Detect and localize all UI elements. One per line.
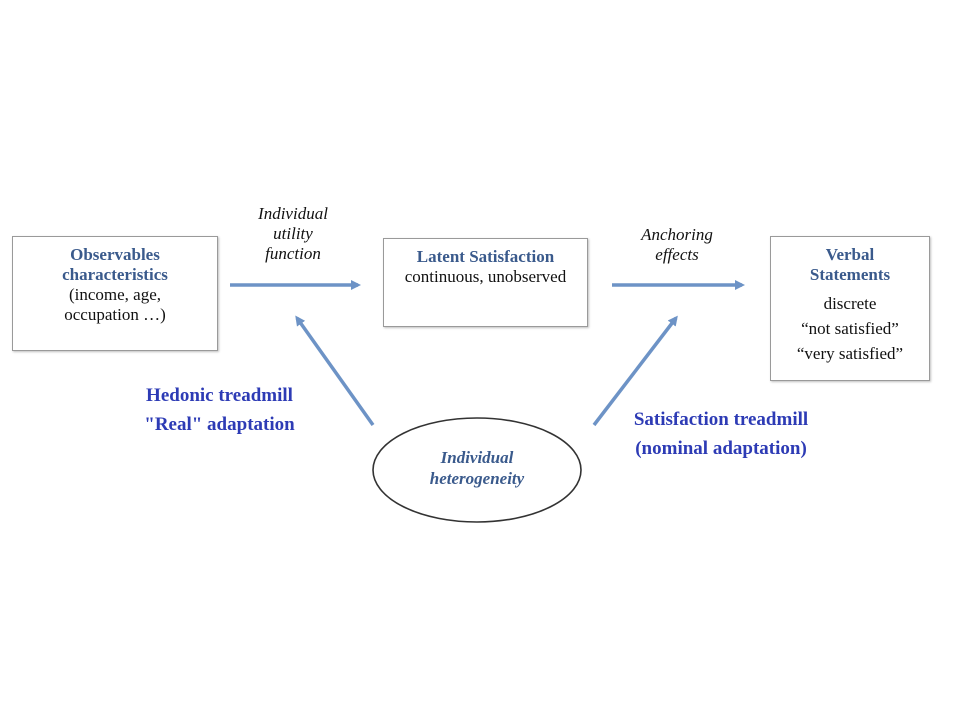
- heterogeneity-line-1: Individual: [440, 448, 514, 467]
- hedonic-line-2: "Real" adaptation: [144, 414, 295, 435]
- observables-box: Observables characteristics (income, age…: [12, 236, 218, 351]
- latent-body: continuous, unobserved: [404, 267, 567, 286]
- latent-title: Latent Satisfaction: [416, 247, 555, 266]
- hedonic-line-1: Hedonic treadmill: [146, 385, 293, 406]
- verbal-title-line-1: Verbal: [825, 245, 875, 264]
- latent-satisfaction-box: Latent Satisfaction continuous, unobserv…: [383, 238, 588, 327]
- verbal-body-line-1: discrete: [823, 294, 877, 313]
- observables-body-line-2: occupation …): [64, 305, 166, 324]
- verbal-body-line-3: “very satisfied”: [796, 344, 904, 363]
- heterogeneity-label: Individual heterogeneity: [393, 447, 561, 489]
- heterogeneity-ellipse: [372, 417, 582, 523]
- verbal-body-line-2: “not satisfied”: [801, 319, 899, 338]
- anchoring-label-line-2: effects: [655, 245, 699, 264]
- hedonic-treadmill-label: Hedonic treadmill "Real" adaptation: [112, 381, 327, 439]
- utility-label-line-2: utility: [273, 224, 313, 243]
- observables-title-line-2: characteristics: [62, 265, 168, 284]
- utility-label-line-1: Individual: [258, 204, 328, 223]
- anchoring-label-line-1: Anchoring: [641, 225, 713, 244]
- utility-function-label: Individual utility function: [228, 204, 358, 264]
- heterogeneity-line-2: heterogeneity: [429, 469, 525, 488]
- verbal-statements-box: Verbal Statements discrete “not satisfie…: [770, 236, 930, 381]
- satisfaction-line-1: Satisfaction treadmill: [633, 409, 809, 430]
- arrow-heterogeneity-to-utility: [295, 315, 375, 427]
- anchoring-effects-label: Anchoring effects: [612, 225, 742, 265]
- verbal-title-line-2: Statements: [809, 265, 891, 284]
- observables-title-line-1: Observables: [70, 245, 160, 264]
- arrow-heterogeneity-to-anchoring: [592, 315, 678, 427]
- observables-body-line-1: (income, age,: [68, 285, 162, 304]
- satisfaction-line-2: (nominal adaptation): [635, 438, 807, 459]
- utility-label-line-3: function: [265, 244, 321, 263]
- satisfaction-treadmill-label: Satisfaction treadmill (nominal adaptati…: [596, 405, 846, 463]
